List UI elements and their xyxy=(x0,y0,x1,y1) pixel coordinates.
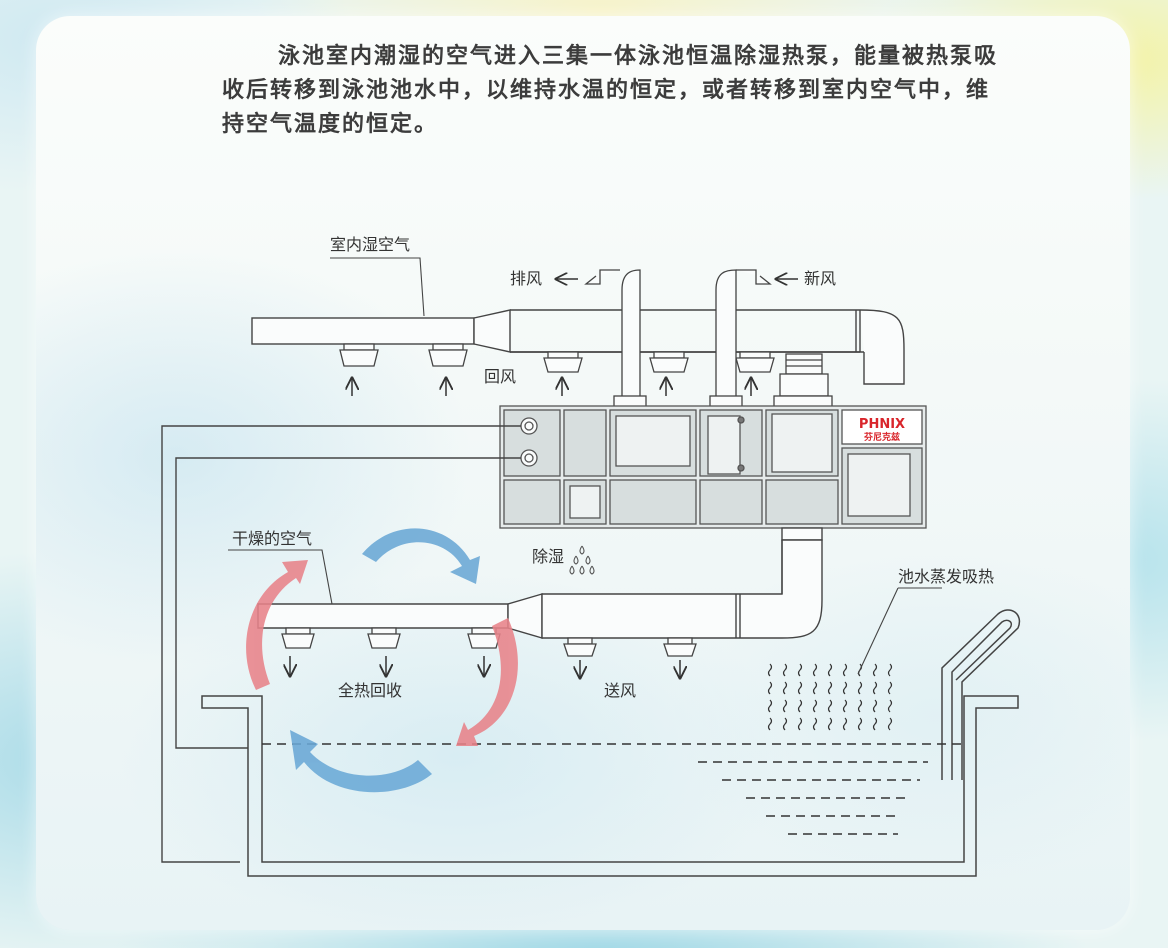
vapor-wave xyxy=(782,663,788,677)
droplets-icon xyxy=(569,545,595,575)
cycle-arrow-top-blue xyxy=(362,528,480,584)
label-heat-recovery: 全热回收 xyxy=(338,681,402,700)
cycle-arrow-left-red xyxy=(246,560,308,690)
vapor-wave xyxy=(812,681,818,695)
return-diffusers xyxy=(339,343,775,373)
vapor-wave xyxy=(887,717,893,731)
leader-lines xyxy=(228,257,942,675)
vapor-wave xyxy=(842,717,848,731)
vapor-wave xyxy=(872,699,878,713)
heat-pump-unit xyxy=(499,405,927,529)
vapor-wave xyxy=(767,699,773,713)
cycle-arrow-right-red xyxy=(456,618,518,746)
vapor-wave xyxy=(827,699,833,713)
vapor-wave xyxy=(797,681,803,695)
vapor-wave xyxy=(767,681,773,695)
vapor-wave xyxy=(857,681,863,695)
brand-name: 芬尼克兹 xyxy=(863,431,900,443)
return-air-duct xyxy=(251,309,905,385)
vapor-wave xyxy=(887,699,893,713)
cycle-arrow-bottom-blue xyxy=(290,730,432,793)
vapor-wave xyxy=(797,663,803,677)
water-surface xyxy=(262,743,962,835)
vapor-wave xyxy=(797,717,803,731)
label-dehumidify: 除湿 xyxy=(532,547,564,566)
water-pipes xyxy=(161,425,521,863)
vapor-wave xyxy=(827,681,833,695)
label-indoor-humid-air: 室内湿空气 xyxy=(330,235,410,254)
supply-air-arrows xyxy=(290,656,680,678)
supply-air-duct xyxy=(257,527,823,639)
vapor-wave xyxy=(887,681,893,695)
vapor-wave xyxy=(842,699,848,713)
intro-paragraph: 泳池室内潮湿的空气进入三集一体泳池恒温除湿热泵，能量被热泵吸收后转移到泳池池水中… xyxy=(222,44,999,137)
vapor-wave xyxy=(827,717,833,731)
brand-logo: PHNIX xyxy=(859,417,905,432)
label-fresh-air: 新风 xyxy=(804,269,836,288)
vapor-wave xyxy=(872,663,878,677)
top-fan xyxy=(773,353,833,409)
evaporation-waves xyxy=(767,663,893,731)
vapor-wave xyxy=(767,663,773,677)
vapor-wave xyxy=(842,663,848,677)
label-exhaust: 排风 xyxy=(510,269,542,288)
label-return-air: 回风 xyxy=(484,367,516,386)
vapor-wave xyxy=(797,699,803,713)
vapor-wave xyxy=(767,717,773,731)
return-air-arrows xyxy=(352,378,751,396)
air-stacks xyxy=(584,269,772,409)
vapor-wave xyxy=(872,717,878,731)
vapor-wave xyxy=(782,699,788,713)
label-supply-air: 送风 xyxy=(604,681,636,700)
vapor-wave xyxy=(812,717,818,731)
pool xyxy=(201,609,1021,877)
label-dry-air: 干燥的空气 xyxy=(232,529,312,548)
heat-recovery-cycle xyxy=(246,528,518,793)
vapor-wave xyxy=(812,663,818,677)
supply-diffusers xyxy=(281,627,697,657)
vapor-wave xyxy=(782,717,788,731)
vapor-wave xyxy=(857,699,863,713)
vapor-wave xyxy=(872,681,878,695)
label-pool-evaporation: 池水蒸发吸热 xyxy=(898,567,994,586)
vapor-wave xyxy=(887,663,893,677)
vapor-wave xyxy=(782,681,788,695)
vapor-wave xyxy=(857,717,863,731)
vapor-wave xyxy=(842,681,848,695)
vapor-wave xyxy=(827,663,833,677)
vapor-wave xyxy=(812,699,818,713)
